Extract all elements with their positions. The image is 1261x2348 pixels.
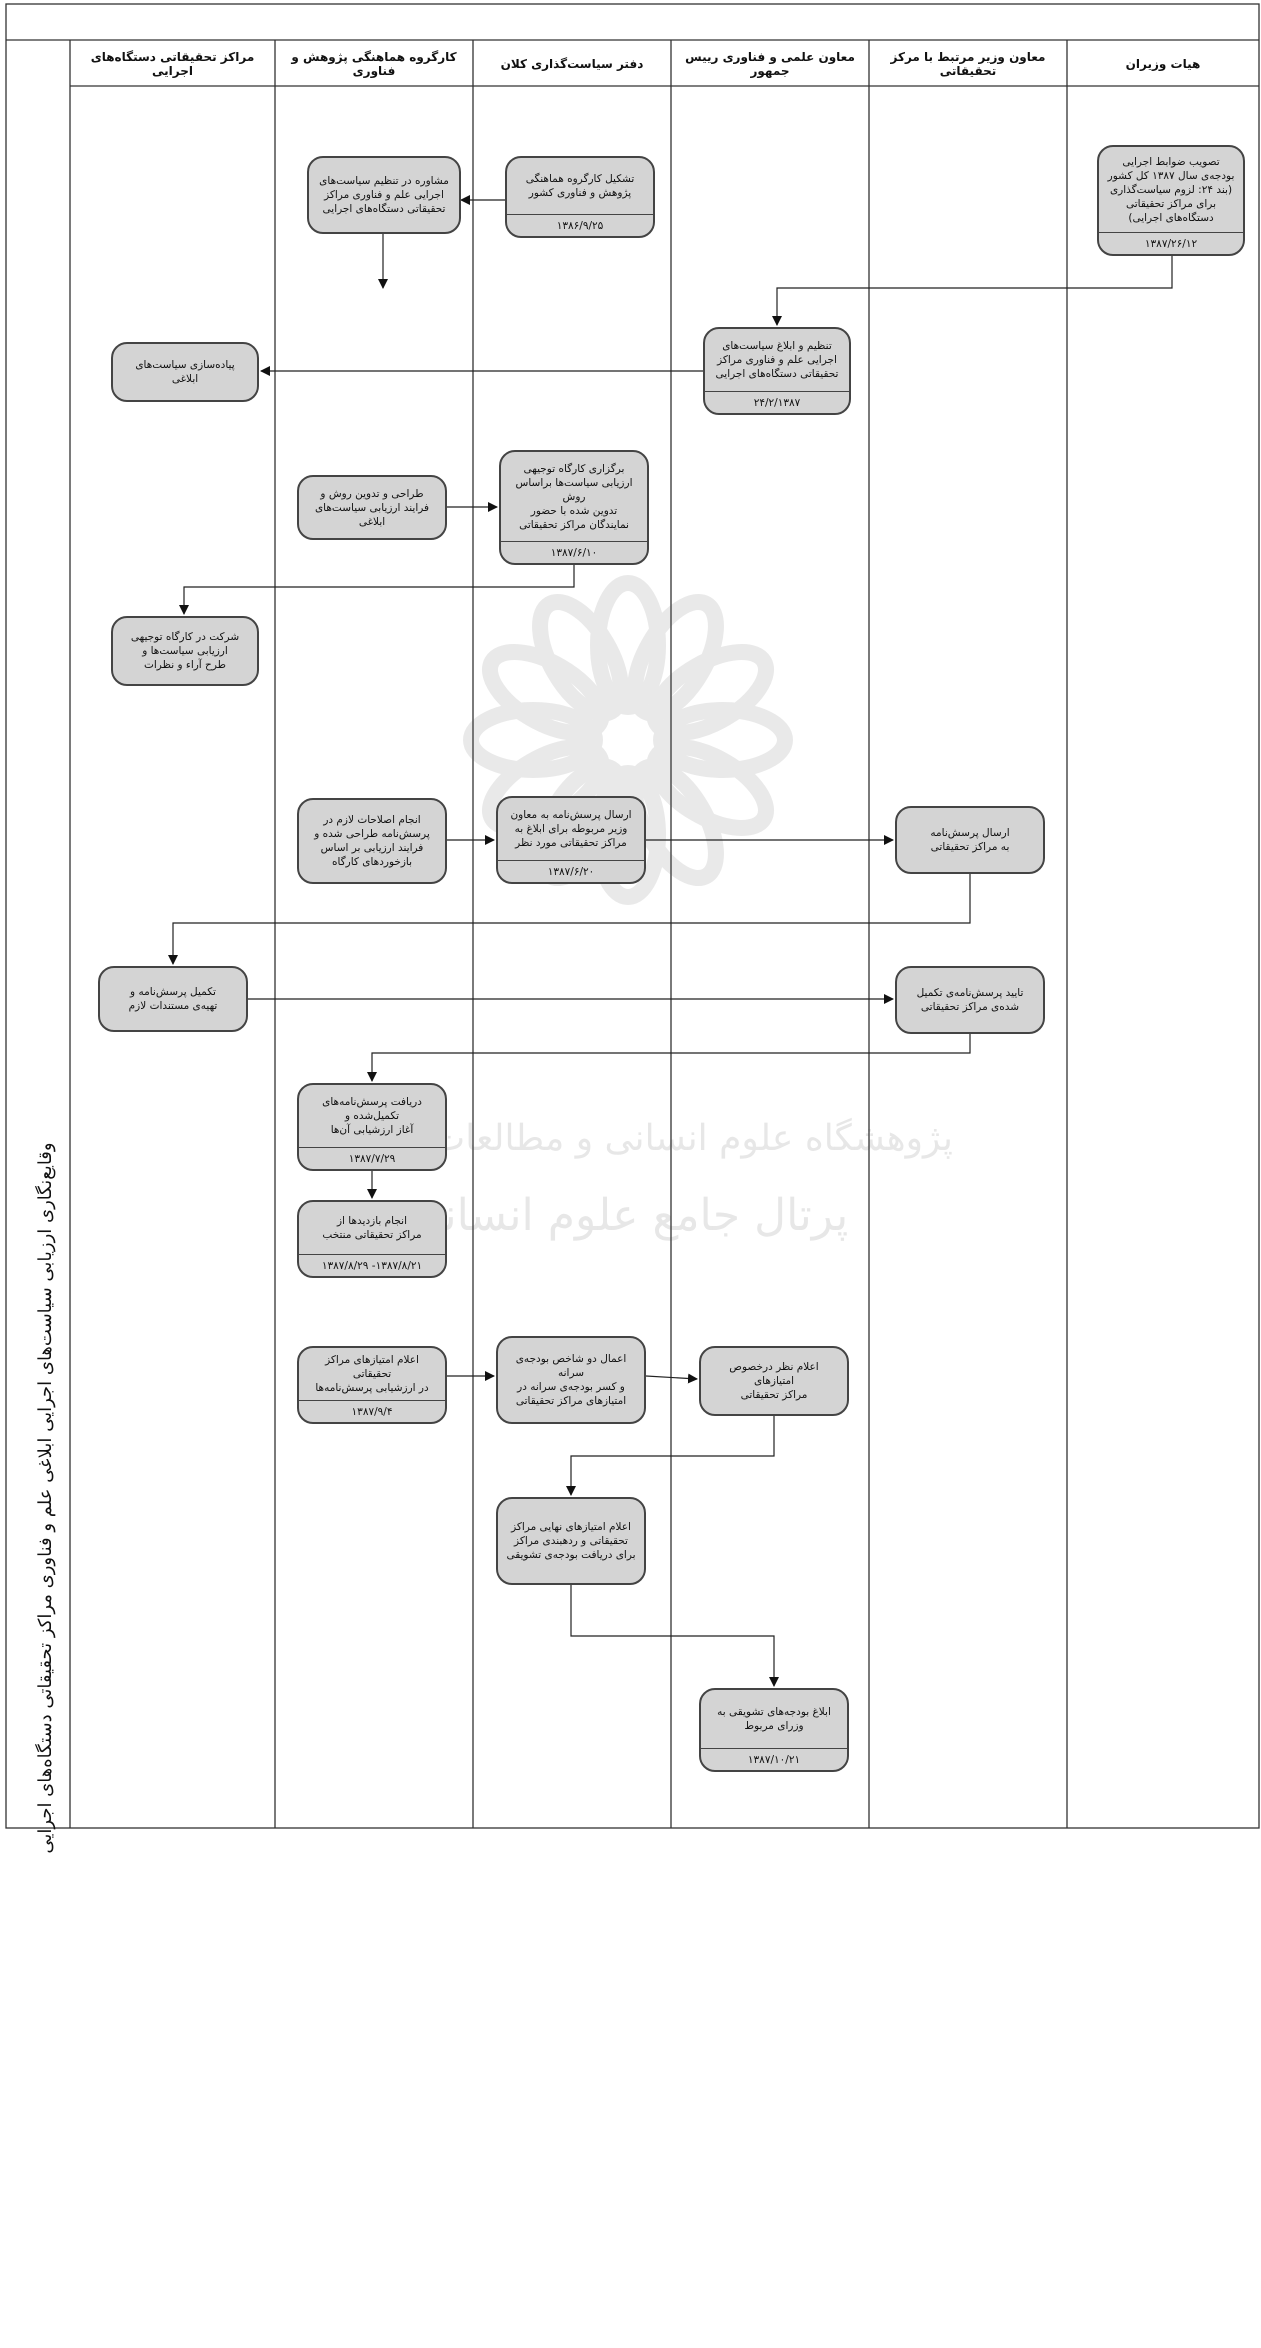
node-text: انجام اصلاحات لازم در پرسش‌نامه طراحی شد… (314, 814, 430, 868)
node-text: برگزاری کارگاه توجیهی ارزیابی سیاست‌ها ب… (515, 462, 633, 531)
node-complete-questionnaire: تکمیل پرسش‌نامه و تهیه‌ی مستندات لازم (98, 966, 248, 1032)
watermark-petal (463, 702, 603, 778)
node-incentive-budgets: ابلاغ بودجه‌های تشویقی به وزرای مربوط ۱۳… (699, 1688, 849, 1772)
node-date: ۱۳۸۶/۹/۲۵ (507, 214, 653, 236)
node-announce-scores: اعلام امتیازهای مراکز تحقیقاتی در ارزشیا… (297, 1346, 447, 1424)
node-apply-budget-indices: اعمال دو شاخص بودجه‌ی سرانه و کسر بودجه‌… (496, 1336, 646, 1424)
node-final-scores: اعلام امتیازهای نهایی مراکز تحقیقاتی و ر… (496, 1497, 646, 1585)
node-text: اعمال دو شاخص بودجه‌ی سرانه و کسر بودجه‌… (515, 1353, 627, 1407)
node-hold-workshop: برگزاری کارگاه توجیهی ارزیابی سیاست‌ها ب… (499, 450, 649, 565)
node-date: ۲۴/۲/۱۳۸۷ (705, 391, 849, 413)
node-revise-questionnaire: انجام اصلاحات لازم در پرسش‌نامه طراحی شد… (297, 798, 447, 884)
node-text: مشاوره در تنظیم سیاست‌های اجرایی علم و ف… (319, 175, 449, 215)
lane-title-deputy-minister: معاون وزیر مرتبط با مرکز تحقیقاتی (890, 50, 1046, 78)
node-text: ابلاغ بودجه‌های تشویقی به وزرای مربوط (717, 1706, 831, 1732)
lane-title-research-centers: مراکز تحقیقاتی دستگاه‌های اجرایی (90, 50, 255, 78)
node-text: تصویب ضوابط اجرایی بودجه‌ی سال ۱۳۸۷ کل ک… (1107, 155, 1235, 224)
lane-title-working-group: کارگروه هماهنگی پژوهش و فناوری (291, 50, 457, 78)
watermark-petal (627, 758, 724, 887)
node-text: تایید پرسش‌نامه‌ی تکمیل شده‌ی مراکز تحقی… (916, 987, 1024, 1013)
lane-title-vice-president: معاون علمی و فناوری رییس جمهور (685, 50, 855, 78)
node-text: ارسال پرسش‌نامه به معاون وزیر مربوطه برا… (510, 809, 632, 849)
node-date: ۱۳۸۷/۶/۲۰ (498, 860, 644, 882)
connector-cabinet-approval-to-regulate-policies (772, 256, 1173, 326)
lane-title-policy-office: دفتر سیاست‌گذاری کلان (500, 57, 644, 71)
node-date: ۱۳۸۷/۲۶/۱۲ (1099, 232, 1243, 254)
connector-confirm-questionnaire-to-receive-questionnaires (367, 1034, 971, 1082)
node-text: ارسال پرسش‌نامه به مراکز تحقیقاتی (930, 827, 1010, 853)
node-attend-workshop: شرکت در کارگاه توجیهی ارزیابی سیاست‌ها و… (111, 616, 259, 686)
connector-hold-workshop-to-attend-workshop (179, 565, 575, 615)
node-cabinet-approval: تصویب ضوابط اجرایی بودجه‌ی سال ۱۳۸۷ کل ک… (1097, 145, 1245, 256)
node-date: ۱۳۸۷/۹/۴ (299, 1400, 445, 1422)
node-regulate-policies: تنظیم و ابلاغ سیاست‌های اجرایی علم و فنا… (703, 327, 851, 415)
node-text: پیاده‌سازی سیاست‌های ابلاغی (135, 359, 235, 385)
node-site-visits: انجام بازدیدها از مراکز تحقیقاتی منتخب ۱… (297, 1200, 447, 1278)
node-text: تنظیم و ابلاغ سیاست‌های اجرایی علم و فنا… (715, 340, 839, 380)
node-forward-questionnaire: ارسال پرسش‌نامه به مراکز تحقیقاتی (895, 806, 1045, 874)
node-text: تکمیل پرسش‌نامه و تهیه‌ی مستندات لازم (128, 986, 218, 1012)
node-date: ۱۳۸۷/۶/۱۰ (501, 541, 647, 563)
node-date: ۱۳۸۷/۷/۲۹ (299, 1147, 445, 1169)
node-date: ۱۳۸۷/۸/۲۱- ۱۳۸۷/۸/۲۹ (299, 1254, 445, 1276)
node-implement-policies: پیاده‌سازی سیاست‌های ابلاغی (111, 342, 259, 402)
node-text: شرکت در کارگاه توجیهی ارزیابی سیاست‌ها و… (130, 631, 240, 671)
node-text: انجام بازدیدها از مراکز تحقیقاتی منتخب (322, 1215, 422, 1241)
outer-border (5, 3, 1260, 1829)
watermark-petal (627, 593, 724, 722)
watermark-petal (646, 739, 775, 836)
connector-final-scores-to-incentive-budgets (570, 1585, 779, 1687)
node-text: اعلام امتیازهای نهایی مراکز تحقیقاتی و ر… (506, 1521, 636, 1561)
diagram-title: وقایع‌نگاری ارزیابی سیاست‌های اجرایی ابل… (34, 1142, 56, 1854)
lane-title-cabinet: هیات وزیران (1125, 57, 1201, 71)
node-opinion-scores: اعلام نظر درخصوص امتیازهای مراکز تحقیقات… (699, 1346, 849, 1416)
connector-opinion-scores-to-final-scores (566, 1416, 775, 1496)
node-design-method: طراحی و تدوین روش و فرایند ارزیابی سیاست… (297, 475, 447, 540)
watermark-petal (590, 575, 666, 715)
watermark-petal (653, 702, 793, 778)
node-confirm-questionnaire: تایید پرسش‌نامه‌ی تکمیل شده‌ی مراکز تحقی… (895, 966, 1045, 1034)
node-text: دریافت پرسش‌نامه‌های تکمیل‌شده و آغاز ار… (322, 1096, 422, 1136)
connector-apply-budget-indices-to-opinion-scores (645, 1373, 698, 1384)
node-consult-policies: مشاوره در تنظیم سیاست‌های اجرایی علم و ف… (307, 156, 461, 234)
watermark-petal (481, 644, 610, 741)
watermark-portal-text: پرتال جامع علوم انسانی (408, 1190, 849, 1241)
node-text: طراحی و تدوین روش و فرایند ارزیابی سیاست… (314, 487, 430, 528)
connector-forward-questionnaire-to-complete-questionnaire (168, 874, 971, 965)
watermark-petal (646, 644, 775, 741)
node-send-questionnaire: ارسال پرسش‌نامه به معاون وزیر مربوطه برا… (496, 796, 646, 884)
node-text: تشکیل کارگروه هماهنگی پژوهش و فناوری کشو… (525, 173, 635, 199)
node-text: اعلام نظر درخصوص امتیازهای مراکز تحقیقات… (729, 1361, 819, 1401)
node-receive-questionnaires: دریافت پرسش‌نامه‌های تکمیل‌شده و آغاز ار… (297, 1083, 447, 1171)
node-date: ۱۳۸۷/۱۰/۲۱ (701, 1748, 847, 1770)
watermark-petal (532, 593, 629, 722)
node-text: اعلام امتیازهای مراکز تحقیقاتی در ارزشیا… (315, 1354, 429, 1394)
node-form-working-group: تشکیل کارگروه هماهنگی پژوهش و فناوری کشو… (505, 156, 655, 238)
